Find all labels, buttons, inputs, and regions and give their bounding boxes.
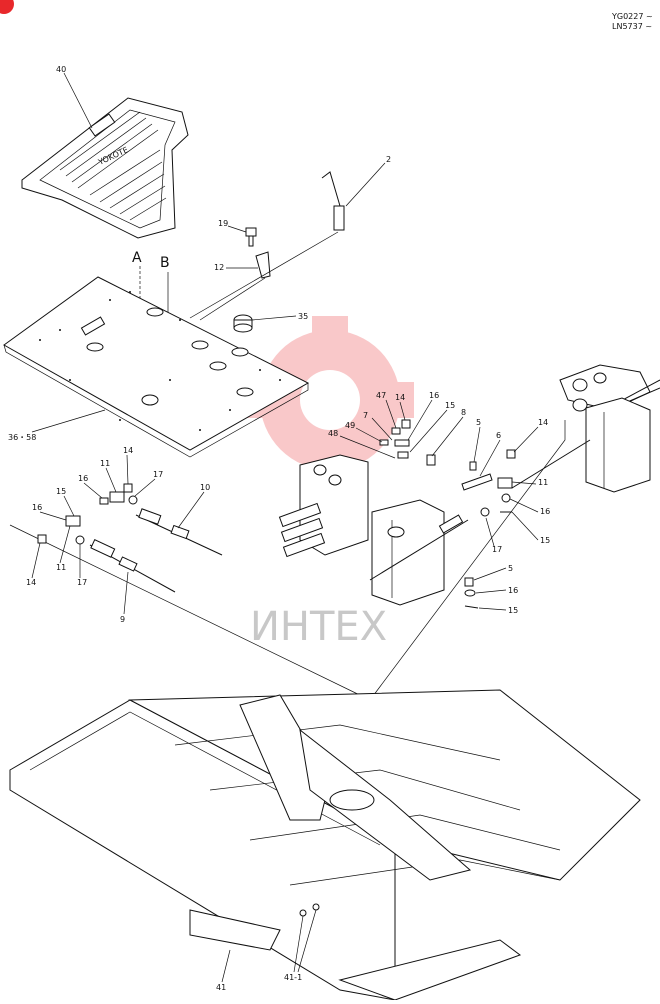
callout-48: 48: [328, 429, 338, 438]
valve-stand-center: [371, 499, 445, 606]
callout-5-upper: 5: [476, 418, 481, 427]
serial-range-2: LN5737 ~: [612, 22, 652, 31]
watermark-text: ИНТЕХ: [250, 604, 387, 650]
callout-41-1: 41-1: [284, 973, 302, 982]
callout-15-center: 15: [445, 401, 455, 410]
callout-35: 35: [298, 312, 308, 321]
callout-15-right: 15: [540, 536, 550, 545]
callout-41: 41: [216, 983, 226, 992]
floor-mat: YOKOTE: [21, 97, 189, 239]
callout-15-lower: 15: [508, 606, 518, 615]
section-marker-a: A: [132, 250, 142, 266]
control-valve-right: [559, 364, 660, 419]
callout-17-center: 17: [492, 545, 502, 554]
callout-11-left-bottom: 11: [56, 563, 66, 572]
callout-14-center: 14: [395, 393, 405, 402]
callout-16-lower: 16: [508, 586, 518, 595]
callout-40: 40: [56, 65, 66, 74]
valve-stand-right: [585, 397, 651, 493]
callout-11-right: 11: [538, 478, 548, 487]
callout-15-left: 15: [56, 487, 66, 496]
callout-17-left-bottom: 17: [77, 578, 87, 587]
fasteners-right: [497, 439, 591, 513]
control-valve-center: [278, 454, 369, 558]
callout-11-left-top: 11: [100, 459, 110, 468]
callout-6: 6: [496, 431, 501, 440]
callout-19: 19: [218, 219, 228, 228]
callout-5-lower: 5: [508, 564, 513, 573]
callout-16-right: 16: [540, 507, 550, 516]
callout-47: 47: [376, 391, 386, 400]
callout-17-left-top: 17: [153, 470, 163, 479]
callout-14-left-bottom: 14: [26, 578, 36, 587]
chassis-frame: [9, 689, 641, 1001]
callout-10: 10: [200, 483, 210, 492]
bolt-19: [245, 227, 257, 247]
callout-16-center: 16: [429, 391, 439, 400]
fasteners-left: [37, 483, 138, 545]
callout-16-left-top: 16: [78, 474, 88, 483]
callout-16-left: 16: [32, 503, 42, 512]
cable-center: [369, 507, 490, 581]
callout-49: 49: [345, 421, 355, 430]
fasteners-center-lower: [464, 577, 479, 609]
callout-8: 8: [461, 408, 466, 417]
serial-range-1: YG0227 ~: [611, 12, 653, 21]
grommet-35: [233, 314, 253, 333]
callout-14-left-top: 14: [123, 446, 133, 455]
bracket-12: [255, 251, 271, 279]
lever-part: [321, 171, 345, 231]
callout-7: 7: [363, 411, 368, 420]
callout-9: 9: [120, 615, 125, 624]
cable-9: [89, 539, 176, 593]
callout-2: 2: [386, 155, 391, 164]
callout-36-58: 36・58: [8, 433, 36, 442]
floor-plate: [3, 276, 310, 458]
corner-mark-icon: [0, 0, 14, 14]
callout-14-right: 14: [538, 418, 548, 427]
cable-10: [135, 508, 223, 556]
section-marker-b: B: [160, 255, 170, 271]
watermark-gear-logo: [246, 316, 414, 484]
callout-12: 12: [214, 263, 224, 272]
